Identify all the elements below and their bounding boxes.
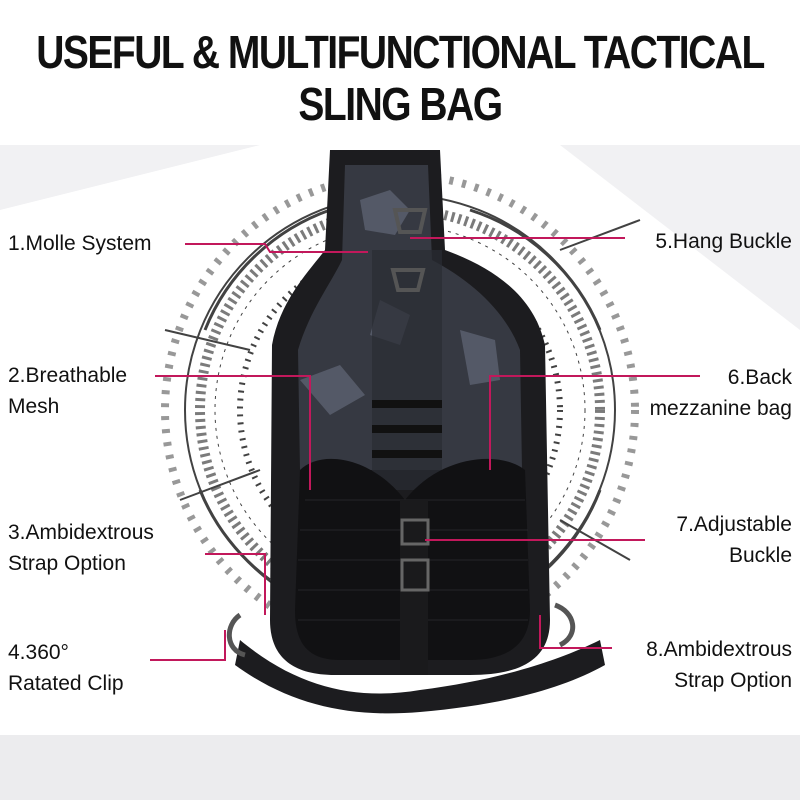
feature-molle-system: 1.Molle System — [8, 232, 152, 255]
page-title: USEFUL & MULTIFUNCTIONAL TACTICAL SLING … — [36, 28, 765, 131]
feature-rotated-clip: 4.360° Ratated Clip — [8, 641, 124, 695]
feature-breathable-mesh: 2.Breathable Mesh — [8, 364, 128, 418]
feature-adjustable-buckle: 7.Adjustable Buckle — [676, 513, 792, 567]
leader-lines — [150, 237, 700, 661]
sling-bag — [226, 150, 605, 714]
feature-ambidextrous-strap-right: 8.Ambidextrous Strap Option — [646, 638, 792, 692]
feature-back-mezzanine-bag: 6.Back mezzanine bag — [649, 366, 792, 420]
feature-hang-buckle: 5.Hang Buckle — [655, 230, 792, 253]
feature-ambidextrous-strap-left: 3.Ambidextrous Strap Option — [8, 521, 154, 575]
bottom-band — [0, 735, 800, 800]
